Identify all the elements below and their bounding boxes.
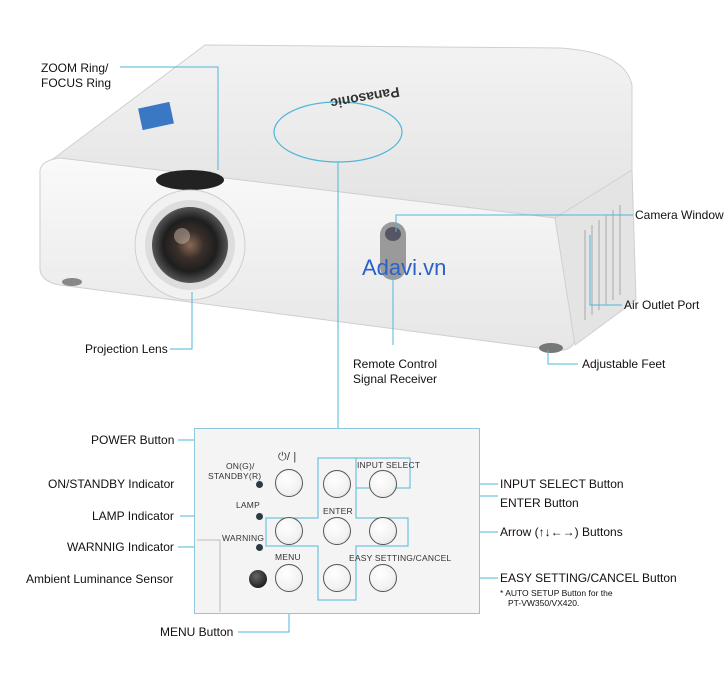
arrow-down-button[interactable] xyxy=(323,564,351,592)
easy-setting-cancel-button[interactable] xyxy=(369,564,397,592)
watermark: Adavi.vn xyxy=(362,255,447,280)
warning-indicator-label: WARNNIG Indicator xyxy=(67,540,174,554)
ambient-luminance-sensor xyxy=(249,570,267,588)
power-button[interactable] xyxy=(275,469,303,497)
arrow-buttons-label: Arrow (↑↓←→) Buttons xyxy=(500,525,623,539)
warning-indicator xyxy=(256,544,263,551)
arrow-up-button[interactable] xyxy=(323,470,351,498)
enter-button[interactable] xyxy=(323,517,351,545)
standby-r-label: STANDBY(R) xyxy=(208,471,262,481)
power-symbol-label: ⏻/ | xyxy=(278,451,297,463)
focus-ring-label: FOCUS Ring xyxy=(41,76,112,90)
arrow-right-button[interactable] xyxy=(369,517,397,545)
remote-receiver-label-2: Signal Receiver xyxy=(353,372,438,386)
menu-button-label: MENU Button xyxy=(160,625,234,639)
auto-setup-note-1: * AUTO SETUP Button for the xyxy=(500,588,613,598)
easy-setting-button-label: EASY SETTING/CANCEL Button xyxy=(500,571,677,585)
on-standby-indicator xyxy=(256,481,263,488)
enter-button-label: ENTER Button xyxy=(500,496,579,510)
ambient-sensor-label: Ambient Luminance Sensor xyxy=(26,572,174,586)
lamp-indicator xyxy=(256,513,263,520)
air-outlet-vents xyxy=(584,205,621,320)
adjustable-feet xyxy=(539,343,563,353)
on-g-label: ON(G)/ xyxy=(226,461,255,471)
warning-label: WARNING xyxy=(222,533,265,543)
power-button-label: POWER Button xyxy=(91,433,175,447)
lamp-label: LAMP xyxy=(236,500,260,510)
projection-lens-label: Projection Lens xyxy=(85,342,168,356)
lamp-indicator-label: LAMP Indicator xyxy=(92,509,174,523)
camera-window-label: Camera Window xyxy=(635,208,724,222)
remote-receiver-label-1: Remote Control xyxy=(353,357,438,371)
zoom-ring-label: ZOOM Ring/ xyxy=(41,61,109,75)
input-select-button[interactable] xyxy=(369,470,397,498)
auto-setup-note-2: PT-VW350/VX420. xyxy=(508,598,580,608)
input-select-button-label: INPUT SELECT Button xyxy=(500,477,624,491)
on-standby-indicator-label: ON/STANDBY Indicator xyxy=(48,477,175,491)
projection-lens-glass xyxy=(152,207,228,283)
logo-sticker xyxy=(138,101,174,131)
projector-side xyxy=(554,169,637,346)
air-outlet-label: Air Outlet Port xyxy=(624,298,700,312)
arrow-left-button[interactable] xyxy=(275,517,303,545)
enter-panel-label: ENTER xyxy=(323,506,353,516)
easy-setting-panel-label: EASY SETTING/CANCEL xyxy=(349,553,452,563)
menu-button[interactable] xyxy=(275,564,303,592)
adjustable-feet-label: Adjustable Feet xyxy=(582,357,666,371)
input-select-panel-label: INPUT SELECT xyxy=(357,460,421,470)
menu-panel-label: MENU xyxy=(275,552,301,562)
leader-lines xyxy=(120,66,633,428)
